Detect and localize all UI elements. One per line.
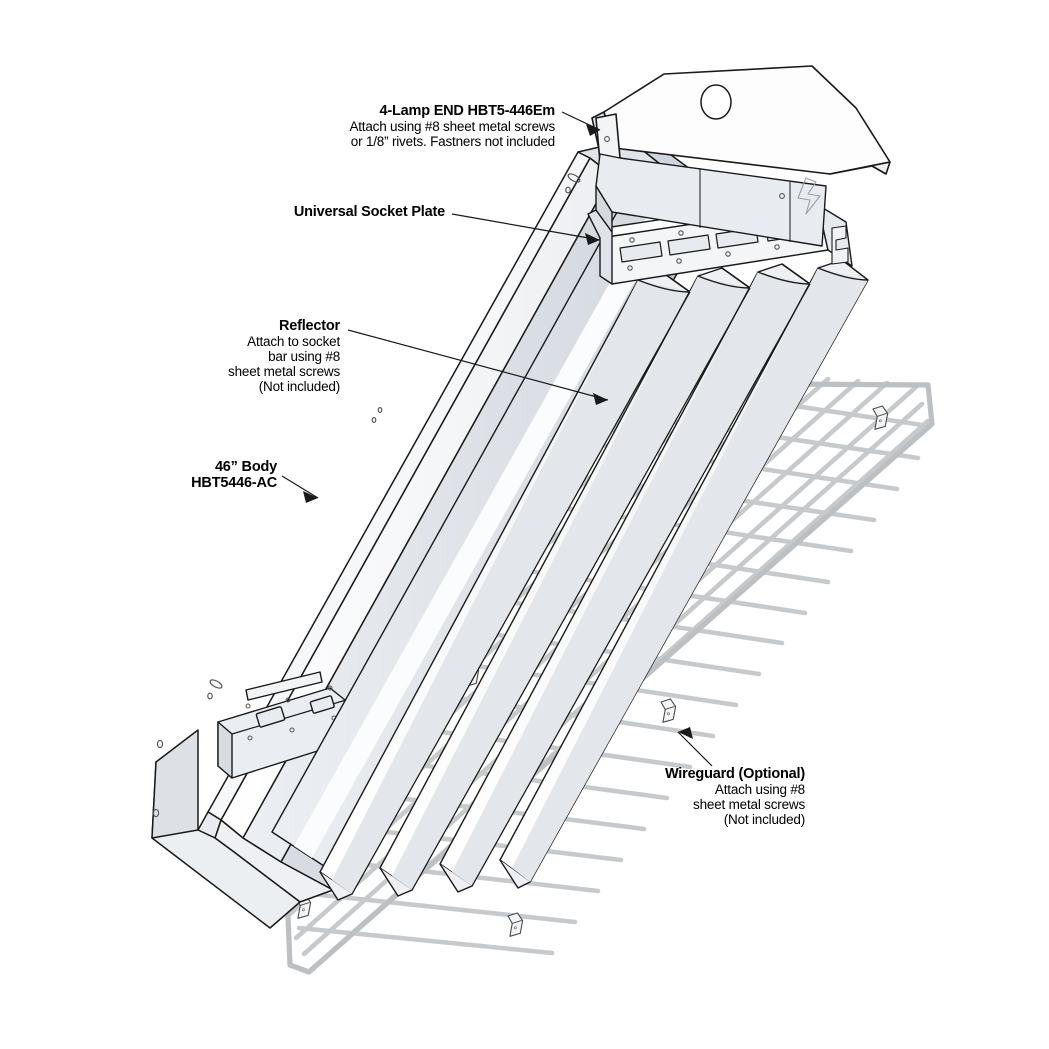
reflector-part: [271, 177, 869, 901]
callout-body: 46” Body HBT5446-AC: [85, 459, 277, 491]
leader-wireguard: [677, 731, 713, 767]
fixture-far-end-wall: [595, 153, 827, 247]
reflector-ridge-3-bottom: [439, 863, 473, 893]
leader-end-cap: [561, 111, 601, 131]
leader-body: [281, 475, 319, 499]
callout-end-cap-line-1: Attach using #8 sheet metal screws: [349, 119, 555, 134]
reflector-ridge-3-shade: [452, 272, 810, 886]
near-end-socket-bar: [217, 671, 347, 779]
reflector-ridge-1-bottom: [319, 871, 353, 901]
callout-reflector-line-4: (Not included): [258, 379, 340, 394]
leader-reflector: [347, 329, 609, 401]
callout-wireguard-line-3: (Not included): [723, 812, 805, 827]
callout-wireguard-line-1: Attach using #8: [714, 782, 805, 797]
leader-socket-plate: [451, 213, 601, 241]
reflector-ridge-2-bottom: [379, 867, 413, 897]
callout-reflector-line-3: sheet metal screws: [228, 364, 340, 379]
reflector-ridge-2-scallop: [697, 275, 751, 289]
socket-plate-notch: [831, 225, 849, 265]
reflector-upper-highlight: [294, 193, 678, 858]
body-near-end-holes: [152, 739, 164, 818]
callout-reflector-heading: Reflector: [278, 318, 340, 334]
callout-body-heading: 46” Body: [214, 459, 277, 475]
reflector-ridge-4-bottom: [499, 859, 531, 889]
callout-wireguard-line-2: sheet metal screws: [693, 797, 805, 812]
callout-body-model: HBT5446-AC: [191, 475, 277, 491]
reflector-ridge-2-shade: [392, 276, 750, 890]
body-wall-holes: [207, 173, 581, 700]
reflector-ridge-4-scallop: [817, 267, 869, 281]
reflector-ridge-4-shade: [512, 268, 868, 882]
callout-wireguard: Wireguard (Optional) Attach using #8 she…: [595, 766, 805, 827]
callout-socket-plate-heading: Universal Socket Plate: [293, 204, 445, 220]
end-cap-knockout-hole: [700, 84, 732, 120]
callout-socket-plate: Universal Socket Plate: [160, 204, 445, 220]
reflector-ridge-1-scallop: [637, 279, 691, 293]
callout-reflector-line-2: bar using #8: [268, 349, 340, 364]
end-cap-part: [591, 65, 891, 175]
leader-lines: [281, 111, 713, 767]
callout-end-cap-line-2: or 1/8” rivets. Fastners not included: [350, 134, 555, 149]
callout-reflector-line-1: Attach to socket: [247, 334, 340, 349]
callout-end-cap: 4-Lamp END HBT5-446Em Attach using #8 sh…: [230, 103, 555, 149]
body-near-end-skirt-edge: [151, 729, 199, 839]
reflector-ridge-1-shade: [332, 280, 690, 894]
callout-end-cap-heading: 4-Lamp END HBT5-446Em: [379, 103, 556, 119]
callout-reflector: Reflector Attach to socket bar using #8 …: [105, 318, 340, 394]
leader-arrowheads: [303, 124, 693, 739]
end-cap-front-lip: [829, 161, 891, 175]
callout-wireguard-heading: Wireguard (Optional): [664, 766, 805, 782]
reflector-ridge-3-scallop: [757, 271, 811, 285]
